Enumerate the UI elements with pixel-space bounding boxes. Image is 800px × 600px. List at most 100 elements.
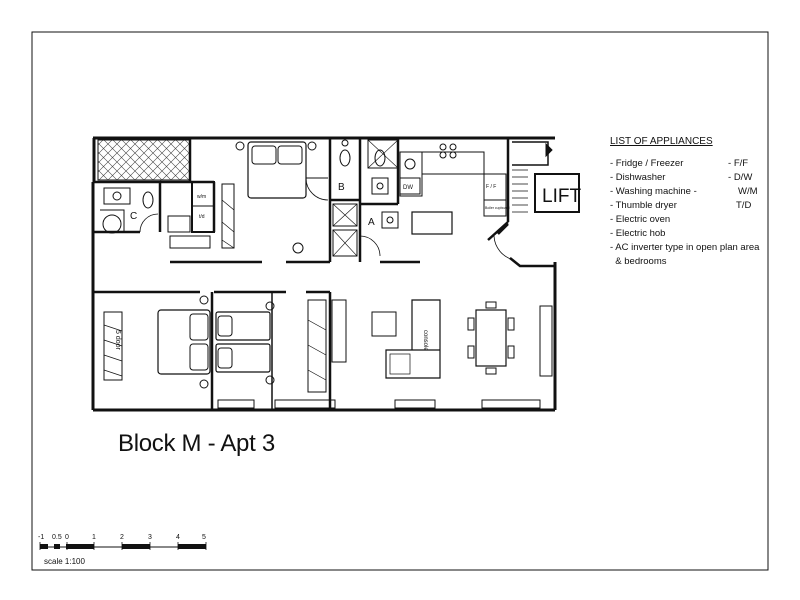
door-bedroom-1 [305,177,329,201]
coffee-table [371,311,397,337]
appliance-item: - Fridge / Freezer - F/F [610,157,790,171]
appliance-item-code: - F/F [728,158,749,169]
window-4 [217,399,255,409]
room-label-a: A [368,217,375,228]
appliance-item-label: - Electric oven [610,214,671,225]
scale-tick-half: 0.5 [52,534,62,541]
ff-label: F / F [486,184,496,190]
entry-wall [497,223,555,268]
bedroom-1-wardrobe [221,183,235,249]
wm-label: w/m [197,194,206,200]
single-bed-1 [215,311,271,341]
laundry-box [167,215,191,233]
lift-shaft [534,173,580,213]
sofa-cushion [389,353,411,375]
pillow-2b [189,343,209,371]
nightstand-2a [199,295,209,305]
door-a-arc [359,235,381,257]
laundry-closet [191,181,215,233]
appliance-item-label: - Washing machine - [610,186,697,197]
appliance-item: - Dishwasher - D/W [610,171,790,185]
sofa [385,299,441,379]
shower-b [332,203,358,227]
tv-unit [331,299,347,363]
door-c-arc [139,213,159,233]
toilet-a [374,149,386,167]
scale-tick-4: 4 [176,534,180,541]
kitchen-sink [404,158,416,170]
basin-c [103,187,131,205]
appliance-legend-heading: LIST OF APPLIANCES [610,136,713,147]
scale-tick-3: 3 [148,534,152,541]
pillow-3a [217,315,233,337]
hob-burner-1 [439,143,447,151]
kitchen-counter-top [421,151,485,175]
scale-caption: scale 1:100 [44,557,85,566]
scale-bar-segment-5 [178,544,206,549]
scale-bar-ticks [39,542,207,550]
pillow-1b [277,145,303,165]
scale-tick-0: 0 [65,534,69,541]
entry-door-arc [493,235,515,261]
stair-arrow [545,142,553,158]
bedroom-1-wall-bottom [170,182,330,264]
wardrobe-2 [307,299,327,393]
hob-burner-3 [439,151,447,159]
bedroom-1-wall-left [160,138,214,184]
toilet-b [339,149,351,167]
window-1 [274,399,336,409]
scale-tick-2: 2 [120,534,124,541]
basin-c-bowl [112,191,122,201]
window-2 [394,399,436,409]
bathroom-c-shower [102,214,122,234]
appliance-item: - Thumble dryer T/D [610,199,790,213]
scale-bar-segment-4 [122,544,150,549]
pillow-1a [251,145,277,165]
lift-label: LIFT [542,186,581,207]
appliance-item-label: & bedrooms [610,256,667,267]
appliance-item-label: - Fridge / Freezer [610,158,684,169]
room-label-b: B [338,182,345,193]
double-bed-2 [157,309,211,375]
appliance-item: - Washing machine - W/M [610,185,790,199]
wardrobe-label: 5 door [114,330,121,351]
dining-chairs [467,301,515,375]
stair-treads [512,169,528,213]
scale-bar-segment-2 [54,544,60,549]
sideboard [539,305,553,377]
boiler-cupboard [483,199,507,217]
apartment-plan: C B A w/m t/d DW F / F Boiler cupboard L… [91,136,581,412]
appliance-item-label: - Thumble dryer [610,200,677,211]
single-bed-2 [215,343,271,373]
scale-bar [39,542,207,550]
nightstand-1a [235,141,245,151]
scale-bar-segment-1 [40,544,48,549]
kitchen-wall-right [487,138,510,241]
pillow-2a [189,313,209,341]
toilet-c [142,191,154,209]
pillow-3b [217,347,233,369]
appliance-item: - Electric hob [610,227,790,241]
scale-bar-segment-3 [66,544,94,549]
plan-title: Block M - Apt 3 [118,430,275,457]
appliance-item-label: - AC inverter type in open plan area [610,242,760,253]
balcony-hatch [97,139,191,181]
appliance-item-label: - Electric hob [610,228,666,239]
bathroom-b-walls [328,138,362,262]
basin-b-bowl [376,182,384,190]
appliance-item-label: - Dishwasher [610,172,666,183]
double-bed-1 [247,141,307,199]
appliance-item: - AC inverter type in open plan area [610,241,790,255]
dw-label: DW [403,185,413,191]
scale-tick-5: 5 [202,534,206,541]
dishwasher-box [399,177,421,195]
shower-a-cross [332,229,358,257]
appliance-legend: LIST OF APPLIANCES - Fridge / Freezer - … [610,136,790,269]
bedroom-1-desk [169,235,211,249]
scale-tick-minus1: -1 [38,534,45,541]
appliance-item: - Electric oven [610,213,790,227]
nightstand-2b [199,379,209,389]
room-label-c: C [130,211,137,222]
scale-tick-1: 1 [92,534,96,541]
